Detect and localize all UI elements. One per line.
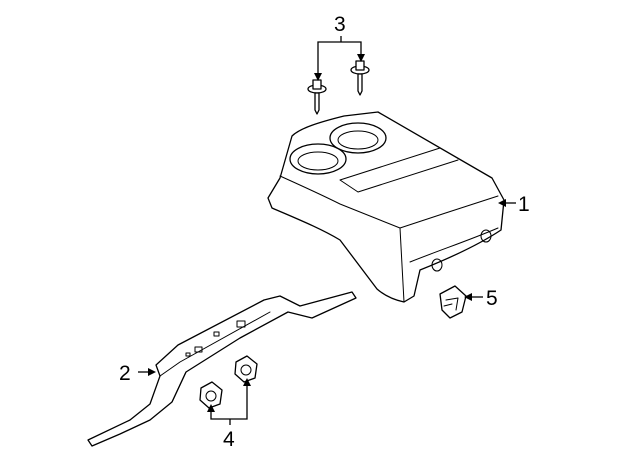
clip-right [234, 355, 258, 383]
clip-left [199, 381, 223, 409]
console-body-part [267, 111, 505, 303]
leader-lines [138, 36, 516, 425]
retainer-clip-part [439, 285, 467, 319]
screw-left [307, 79, 327, 115]
callout-3: 3 [334, 13, 346, 36]
callout-5: 5 [486, 287, 498, 310]
callout-1: 1 [518, 193, 530, 216]
callout-4: 4 [223, 428, 235, 451]
screw-right [350, 60, 370, 96]
callout-2: 2 [119, 362, 131, 385]
bracket-part [87, 291, 357, 447]
